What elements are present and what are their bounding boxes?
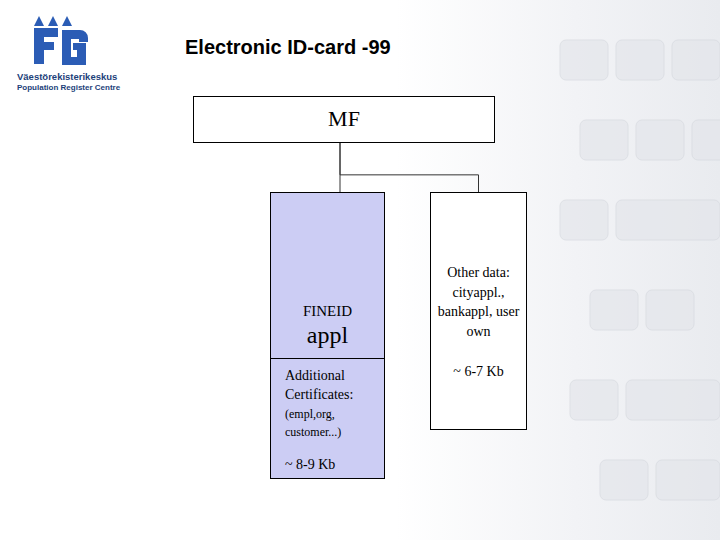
box-section: MF xyxy=(194,97,494,142)
mf-box: MF xyxy=(193,96,495,143)
logo-subtitle: Population Register Centre xyxy=(17,83,120,92)
box-section: Other data: cityappl., bankappl, user ow… xyxy=(431,193,526,429)
box-section: Additional Certificates:(empl,org, custo… xyxy=(271,359,384,478)
logo-icon xyxy=(30,12,90,70)
node-title: MF xyxy=(328,106,360,132)
data-list: Other data: cityappl., bankappl, user ow… xyxy=(435,263,522,341)
size-note: ~ 8-9 Kb xyxy=(285,456,335,474)
size-note: ~ 6-7 Kb xyxy=(453,363,503,381)
section-detail: (empl,org, customer...) xyxy=(285,405,380,442)
section-heading: Additional Certificates: xyxy=(285,367,380,405)
app-name: FINEID xyxy=(303,302,352,322)
data-box: Other data: cityappl., bankappl, user ow… xyxy=(430,192,527,430)
app-label: appl xyxy=(307,322,348,348)
logo-name: Väestörekisterikeskus xyxy=(17,71,117,82)
box-section: FINEIDappl xyxy=(271,193,384,359)
application-box: FINEIDapplAdditional Certificates:(empl,… xyxy=(270,192,385,479)
tree-connector xyxy=(340,143,479,192)
slide-title: Electronic ID-card -99 xyxy=(185,36,391,59)
